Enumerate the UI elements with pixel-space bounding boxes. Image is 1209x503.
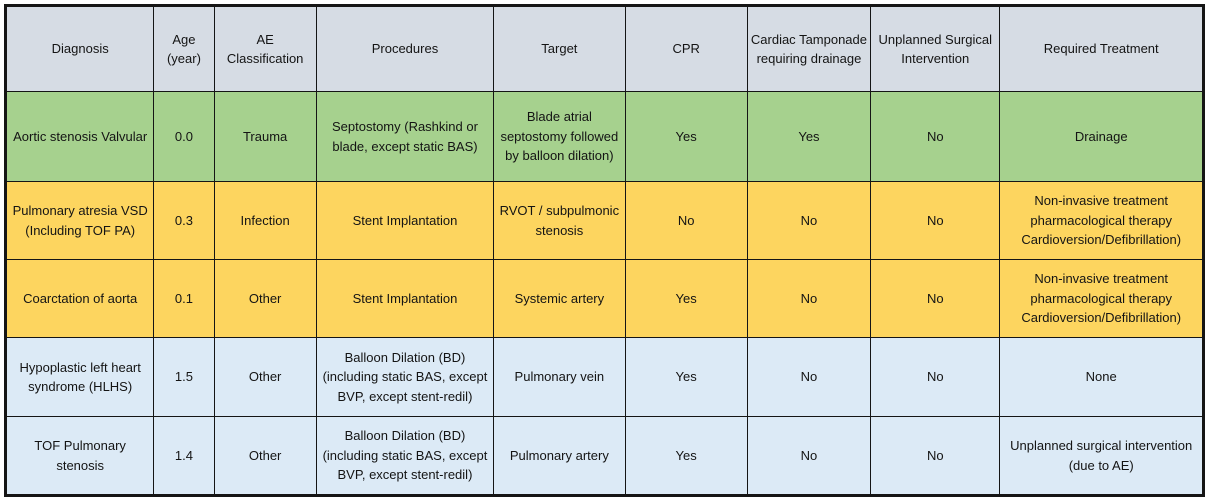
cell-cpr: Yes bbox=[624, 91, 748, 182]
table-body: Aortic stenosis Valvular 0.0 Trauma Sept… bbox=[4, 91, 1204, 496]
cell-cardiac-tamponade: No bbox=[746, 259, 872, 338]
cell-required-treatment: None bbox=[999, 337, 1204, 417]
cell-target: Pulmonary artery bbox=[493, 416, 626, 496]
cell-diagnosis: Hypoplastic left heart syndrome (HLHS) bbox=[4, 337, 155, 417]
header-row: Diagnosis Age (year) AE Classification P… bbox=[4, 5, 1204, 92]
table-row: TOF Pulmonary stenosis 1.4 Other Balloon… bbox=[4, 416, 1204, 496]
cell-unplanned-surgical: No bbox=[870, 416, 1001, 496]
table-row: Aortic stenosis Valvular 0.0 Trauma Sept… bbox=[4, 91, 1204, 182]
cell-target: Pulmonary vein bbox=[493, 337, 626, 417]
cell-unplanned-surgical: No bbox=[870, 259, 1001, 338]
cell-cpr: No bbox=[624, 181, 748, 260]
cell-age: 1.5 bbox=[153, 337, 215, 417]
cell-age: 0.0 bbox=[153, 91, 215, 182]
cell-cardiac-tamponade: No bbox=[746, 416, 872, 496]
cell-required-treatment: Unplanned surgical intervention (due to … bbox=[999, 416, 1204, 496]
cell-required-treatment: Drainage bbox=[999, 91, 1204, 182]
header-cpr: CPR bbox=[624, 5, 748, 92]
header-diagnosis: Diagnosis bbox=[4, 5, 155, 92]
cell-procedures: Septostomy (Rashkind or blade, except st… bbox=[315, 91, 495, 182]
adverse-events-table: Diagnosis Age (year) AE Classification P… bbox=[4, 4, 1205, 497]
cell-diagnosis: TOF Pulmonary stenosis bbox=[4, 416, 155, 496]
table-row: Coarctation of aorta 0.1 Other Stent Imp… bbox=[4, 259, 1204, 338]
cell-required-treatment: Non-invasive treatment pharmacological t… bbox=[999, 259, 1204, 338]
header-unplanned-surgical: Unplanned Surgical Intervention bbox=[870, 5, 1001, 92]
header-ae-classification: AE Classification bbox=[213, 5, 317, 92]
cell-procedures: Balloon Dilation (BD) (including static … bbox=[315, 337, 495, 417]
cell-cardiac-tamponade: Yes bbox=[746, 91, 872, 182]
cell-target: Blade atrial septostomy followed by ball… bbox=[493, 91, 626, 182]
header-procedures: Procedures bbox=[315, 5, 495, 92]
cell-cardiac-tamponade: No bbox=[746, 181, 872, 260]
header-target: Target bbox=[493, 5, 626, 92]
cell-ae-classification: Other bbox=[213, 337, 317, 417]
cell-unplanned-surgical: No bbox=[870, 181, 1001, 260]
cell-ae-classification: Trauma bbox=[213, 91, 317, 182]
cell-cpr: Yes bbox=[624, 337, 748, 417]
header-required-treatment: Required Treatment bbox=[999, 5, 1204, 92]
cell-cpr: Yes bbox=[624, 259, 748, 338]
cell-procedures: Balloon Dilation (BD) (including static … bbox=[315, 416, 495, 496]
cell-age: 0.3 bbox=[153, 181, 215, 260]
table-row: Hypoplastic left heart syndrome (HLHS) 1… bbox=[4, 337, 1204, 417]
cell-procedures: Stent Implantation bbox=[315, 181, 495, 260]
header-cardiac-tamponade: Cardiac Tamponade requiring drainage bbox=[746, 5, 872, 92]
cell-diagnosis: Aortic stenosis Valvular bbox=[4, 91, 155, 182]
cell-unplanned-surgical: No bbox=[870, 337, 1001, 417]
cell-ae-classification: Other bbox=[213, 416, 317, 496]
cell-cpr: Yes bbox=[624, 416, 748, 496]
cell-ae-classification: Infection bbox=[213, 181, 317, 260]
cell-target: Systemic artery bbox=[493, 259, 626, 338]
cell-unplanned-surgical: No bbox=[870, 91, 1001, 182]
cell-target: RVOT / subpulmonic stenosis bbox=[493, 181, 626, 260]
cell-age: 1.4 bbox=[153, 416, 215, 496]
table-header: Diagnosis Age (year) AE Classification P… bbox=[4, 5, 1204, 92]
cell-diagnosis: Coarctation of aorta bbox=[4, 259, 155, 338]
cell-procedures: Stent Implantation bbox=[315, 259, 495, 338]
cell-cardiac-tamponade: No bbox=[746, 337, 872, 417]
header-age: Age (year) bbox=[153, 5, 215, 92]
cell-ae-classification: Other bbox=[213, 259, 317, 338]
cell-diagnosis: Pulmonary atresia VSD (Including TOF PA) bbox=[4, 181, 155, 260]
cell-age: 0.1 bbox=[153, 259, 215, 338]
table-row: Pulmonary atresia VSD (Including TOF PA)… bbox=[4, 181, 1204, 260]
cell-required-treatment: Non-invasive treatment pharmacological t… bbox=[999, 181, 1204, 260]
